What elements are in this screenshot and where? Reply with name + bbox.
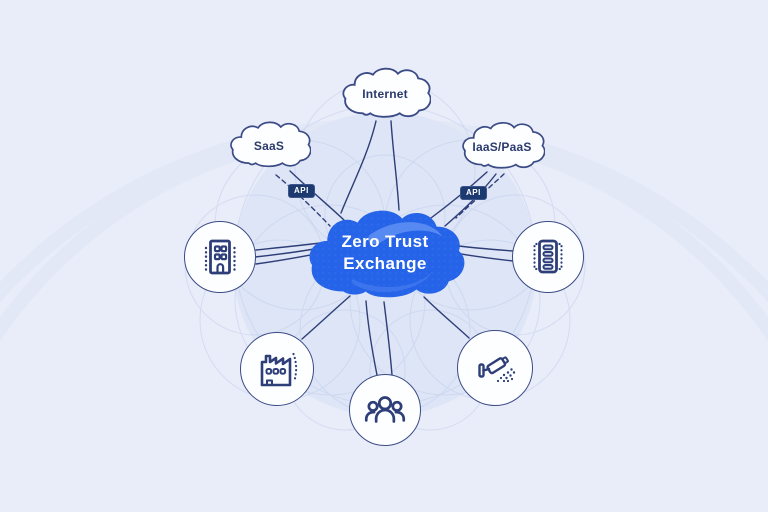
- line-users-center-1: [365, 300, 378, 376]
- iot-camera-node: [457, 330, 533, 406]
- headquarters-node: [184, 221, 256, 293]
- center-label-line1: Zero Trust: [341, 232, 429, 251]
- headquarters-building-icon: [204, 239, 236, 275]
- cloud-icon: [342, 67, 431, 118]
- saas-api-badge: API: [288, 184, 315, 198]
- cloud-icon: [462, 121, 545, 169]
- saas-cloud-node: SaaS: [227, 117, 311, 174]
- line-camera-center: [423, 296, 470, 339]
- swoosh-shape-lower: [351, 271, 433, 292]
- zscaler-cloud-icon: [309, 210, 465, 298]
- internet-label: Internet: [362, 87, 408, 101]
- iaas-paas-label: IaaS/PaaS: [472, 140, 532, 154]
- saas-label: SaaS: [253, 139, 285, 153]
- center-label-line2: Exchange: [343, 253, 427, 273]
- line-users-center-2: [383, 301, 393, 376]
- iaas-api-badge: API: [460, 186, 487, 200]
- camera-signal-dots: [496, 368, 516, 383]
- center-cloud-label: Zero Trust Exchange: [303, 231, 467, 275]
- swoosh-shape: [368, 222, 443, 245]
- internet-cloud-node: Internet: [339, 63, 431, 125]
- users-group-icon: [364, 396, 406, 423]
- zero-trust-exchange-cloud: Zero Trust Exchange: [303, 204, 467, 303]
- cloud-icon: [230, 121, 311, 168]
- data-center-node: [512, 221, 584, 293]
- line-internet-center-2: [390, 120, 400, 211]
- factory-node: [240, 332, 314, 406]
- iaas-paas-cloud-node: IaaS/PaaS: [459, 117, 545, 176]
- iot-security-camera-icon: [478, 356, 516, 383]
- users-node: [349, 374, 421, 446]
- data-center-servers-icon: [533, 239, 563, 274]
- factory-icon: [260, 352, 298, 387]
- line-internet-center-1: [340, 120, 377, 214]
